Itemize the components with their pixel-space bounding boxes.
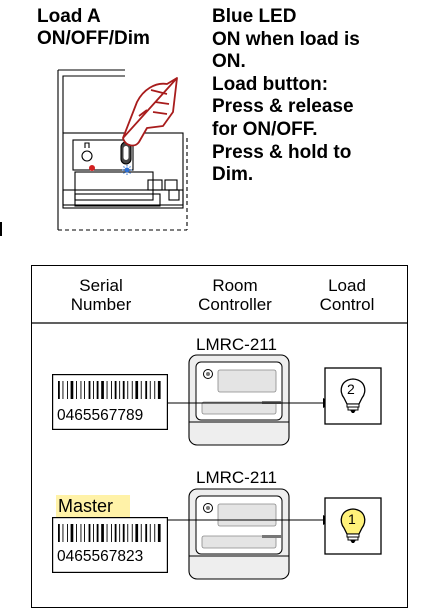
row1-room-controller bbox=[188, 354, 290, 446]
barcode-bar bbox=[127, 381, 129, 399]
row1-model: LMRC-211 bbox=[196, 335, 277, 354]
barcode-bar bbox=[157, 381, 161, 399]
barcode-bar bbox=[58, 524, 60, 542]
barcode-bar bbox=[119, 524, 121, 542]
instruction-line-4: Load button: bbox=[212, 73, 329, 95]
barcode-bar bbox=[84, 381, 85, 399]
room-controller-icon bbox=[188, 488, 290, 580]
barcode-bar bbox=[106, 381, 108, 399]
blue-led-icon bbox=[122, 165, 132, 175]
table-grid bbox=[31, 322, 408, 324]
barcode-bar bbox=[80, 381, 82, 399]
hand-pointer-icon bbox=[122, 77, 178, 147]
barcode-bar bbox=[131, 381, 133, 399]
barcode-bar bbox=[58, 381, 60, 399]
pairing-table bbox=[31, 265, 408, 608]
column-header-serial: Serial Number bbox=[56, 276, 146, 314]
barcode-bar bbox=[135, 524, 139, 542]
barcode-bar bbox=[131, 524, 133, 542]
barcode-bar bbox=[145, 524, 148, 542]
row2-model: LMRC-211 bbox=[196, 468, 277, 487]
barcode-bar bbox=[149, 524, 151, 542]
barcode-bar bbox=[88, 381, 91, 399]
barcode-bar bbox=[122, 524, 125, 542]
load-header-line-1: Load bbox=[328, 276, 366, 295]
barcode-bar bbox=[111, 524, 112, 542]
master-tag-label: Master bbox=[58, 496, 114, 516]
margin-tick bbox=[0, 222, 2, 236]
barcode-bar bbox=[122, 381, 125, 399]
barcode-bar bbox=[149, 381, 151, 399]
row2-room-controller bbox=[188, 488, 290, 580]
load-a-line-2: ON/OFF/Dim bbox=[37, 28, 150, 49]
barcode-bar bbox=[114, 381, 117, 399]
barcode-bar bbox=[88, 524, 91, 542]
barcode-bar bbox=[135, 381, 139, 399]
column-header-controller: Room Controller bbox=[185, 276, 285, 314]
barcode-bar bbox=[62, 381, 64, 399]
row1-arrow bbox=[167, 398, 332, 408]
barcode-bar bbox=[84, 524, 85, 542]
barcode-bar bbox=[80, 524, 82, 542]
room-controller-icon bbox=[188, 354, 290, 446]
barcode-bar bbox=[127, 524, 129, 542]
row2-bulb-box bbox=[324, 497, 382, 555]
barcode-bar bbox=[67, 381, 68, 399]
barcode-bar bbox=[70, 381, 74, 399]
barcode-icon bbox=[58, 524, 161, 542]
instruction-line-8: Dim. bbox=[212, 164, 254, 186]
barcode-bar bbox=[114, 524, 117, 542]
barcode-icon bbox=[58, 381, 161, 399]
row1-load-number: 2 bbox=[347, 381, 355, 397]
row2-arrow bbox=[167, 515, 332, 525]
serial-header-line-1: Serial bbox=[79, 276, 123, 295]
instruction-line-1: Blue LED bbox=[212, 6, 297, 27]
barcode-bar bbox=[101, 524, 104, 542]
barcode-bar bbox=[154, 381, 156, 399]
barcode-bar bbox=[93, 524, 94, 542]
barcode-bar bbox=[157, 524, 161, 542]
barcode-bar bbox=[119, 381, 121, 399]
controller-header-line-2: Controller bbox=[198, 295, 272, 314]
barcode-bar bbox=[93, 381, 94, 399]
barcode-bar bbox=[62, 524, 64, 542]
barcode-bar bbox=[101, 381, 104, 399]
column-header-load: Load Control bbox=[310, 276, 384, 314]
barcode-bar bbox=[76, 524, 77, 542]
barcode-bar bbox=[111, 381, 112, 399]
load-a-line-1: Load A bbox=[37, 6, 101, 27]
light-bulb-icon bbox=[340, 378, 366, 413]
led-instructions: Blue LED ON when load is ON. Load button… bbox=[212, 6, 360, 187]
instruction-line-5: Press & release bbox=[212, 96, 354, 118]
instruction-line-6: for ON/OFF. bbox=[212, 118, 318, 140]
barcode-bar bbox=[96, 381, 99, 399]
serial-header-line-2: Number bbox=[70, 295, 132, 314]
instruction-line-7: Press & hold to bbox=[212, 141, 352, 163]
red-led-icon bbox=[89, 165, 95, 171]
barcode-bar bbox=[96, 524, 99, 542]
load-a-caption: Load A ON/OFF/Dim bbox=[37, 6, 150, 50]
row2-barcode-card bbox=[52, 517, 168, 573]
master-tag: Master bbox=[56, 495, 130, 517]
barcode-bar bbox=[76, 381, 77, 399]
barcode-bar bbox=[140, 381, 142, 399]
barcode-bar bbox=[67, 524, 68, 542]
barcode-bar bbox=[106, 524, 108, 542]
instruction-line-3: ON. bbox=[212, 51, 246, 73]
controller-header-line-1: Room bbox=[212, 276, 258, 295]
barcode-bar bbox=[145, 381, 148, 399]
instruction-line-2: ON when load is bbox=[212, 28, 360, 50]
row2-load-number: 1 bbox=[348, 511, 356, 527]
row1-serial: 0465567789 bbox=[57, 407, 144, 424]
light-bulb-icon bbox=[340, 508, 366, 543]
device-illustration bbox=[57, 69, 188, 231]
row1-barcode-card bbox=[52, 374, 168, 430]
load-header-line-2: Control bbox=[319, 295, 375, 314]
row1-bulb-box bbox=[324, 367, 382, 425]
barcode-bar bbox=[154, 524, 156, 542]
barcode-bar bbox=[140, 524, 142, 542]
barcode-bar bbox=[70, 524, 74, 542]
row2-serial: 0465567823 bbox=[57, 548, 144, 565]
